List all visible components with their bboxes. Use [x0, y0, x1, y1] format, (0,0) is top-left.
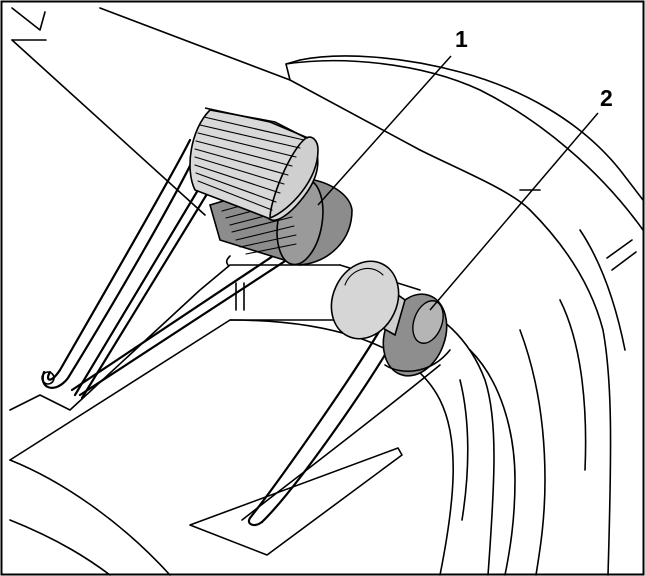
upper-pedal — [41, 107, 319, 400]
callout-1-number: 1 — [455, 26, 468, 52]
callout-2-number: 2 — [600, 85, 613, 111]
callout-2-leader — [429, 112, 599, 311]
brake-pedal — [247, 260, 451, 527]
upper-pedal-ribs — [194, 116, 305, 211]
throttle-pedal — [70, 177, 353, 397]
vehicle-body-outline — [9, 7, 644, 576]
callout-1-leader — [317, 55, 452, 206]
brake-knob — [330, 260, 400, 340]
callout-leaders — [317, 55, 599, 311]
